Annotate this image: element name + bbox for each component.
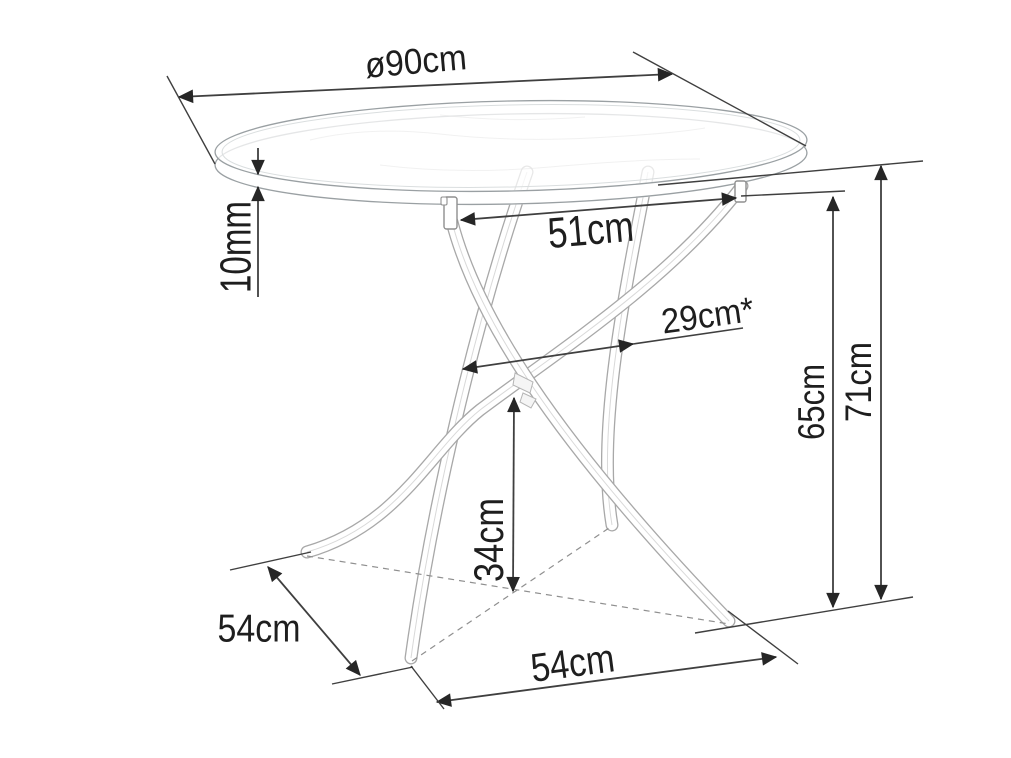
dimensions	[166, 51, 924, 710]
dim-line-foot-depth	[267, 566, 361, 676]
hub-plate-1	[512, 372, 534, 394]
table-top	[214, 99, 808, 206]
dim-leader-leg-mid-span	[632, 327, 744, 345]
dim-label-underside-height: 65cm	[791, 364, 832, 440]
dim-label-foot-width: 54cm	[528, 636, 617, 691]
leg-rear-left-seam	[410, 171, 528, 659]
floor-diagonal-left-right	[306, 555, 730, 625]
leg-bracket-tab	[440, 196, 448, 206]
leg-rear-left	[404, 165, 534, 665]
ext-line-foot-depth-top	[229, 551, 312, 571]
vein-3	[439, 114, 586, 121]
leg-bracket-front-right	[734, 180, 747, 203]
ext-line-foot-width-left	[410, 665, 445, 710]
dim-label-total-height: 71cm	[838, 342, 879, 422]
dim-line-leg-top-span	[459, 192, 738, 226]
leg-bracket-front-left	[443, 196, 458, 230]
dim-line-cross-height	[506, 396, 521, 593]
dim-label-glass-thickness: 10mm	[212, 201, 261, 293]
dim-label-leg-top-span: 51cm	[546, 203, 636, 258]
dim-line-foot-width	[435, 652, 778, 707]
vein-2	[379, 158, 701, 172]
floor-diagonal-front-back	[411, 525, 613, 662]
ext-line-foot-width-right	[727, 610, 799, 665]
hub-plate-2	[519, 392, 537, 409]
dim-label-diameter: ø90cm	[363, 36, 468, 86]
glass-top-inner-edge	[221, 104, 801, 188]
dim-line-leg-mid-span	[461, 339, 635, 374]
ext-line-underside-top	[740, 190, 846, 197]
ext-line-diameter-right	[632, 51, 807, 147]
vein-1	[309, 127, 706, 141]
marble-veins	[309, 114, 706, 172]
ext-line-total-top	[657, 160, 924, 186]
ext-line-diameter-left	[166, 75, 216, 165]
table-legs	[300, 165, 749, 665]
leg-brackets	[440, 180, 747, 230]
leg-front-right-seam	[306, 185, 743, 553]
dim-label-foot-depth: 54cm	[218, 607, 301, 650]
ext-line-foot-depth-bottom	[331, 666, 414, 685]
leg-hub-connector	[512, 372, 537, 409]
dim-label-leg-mid-span: 29cm*	[659, 290, 757, 342]
dim-line-diameter	[177, 67, 674, 104]
ext-line-floor	[694, 596, 914, 634]
dim-label-cross-height: 34cm	[465, 498, 512, 582]
leg-front-right	[300, 179, 749, 559]
